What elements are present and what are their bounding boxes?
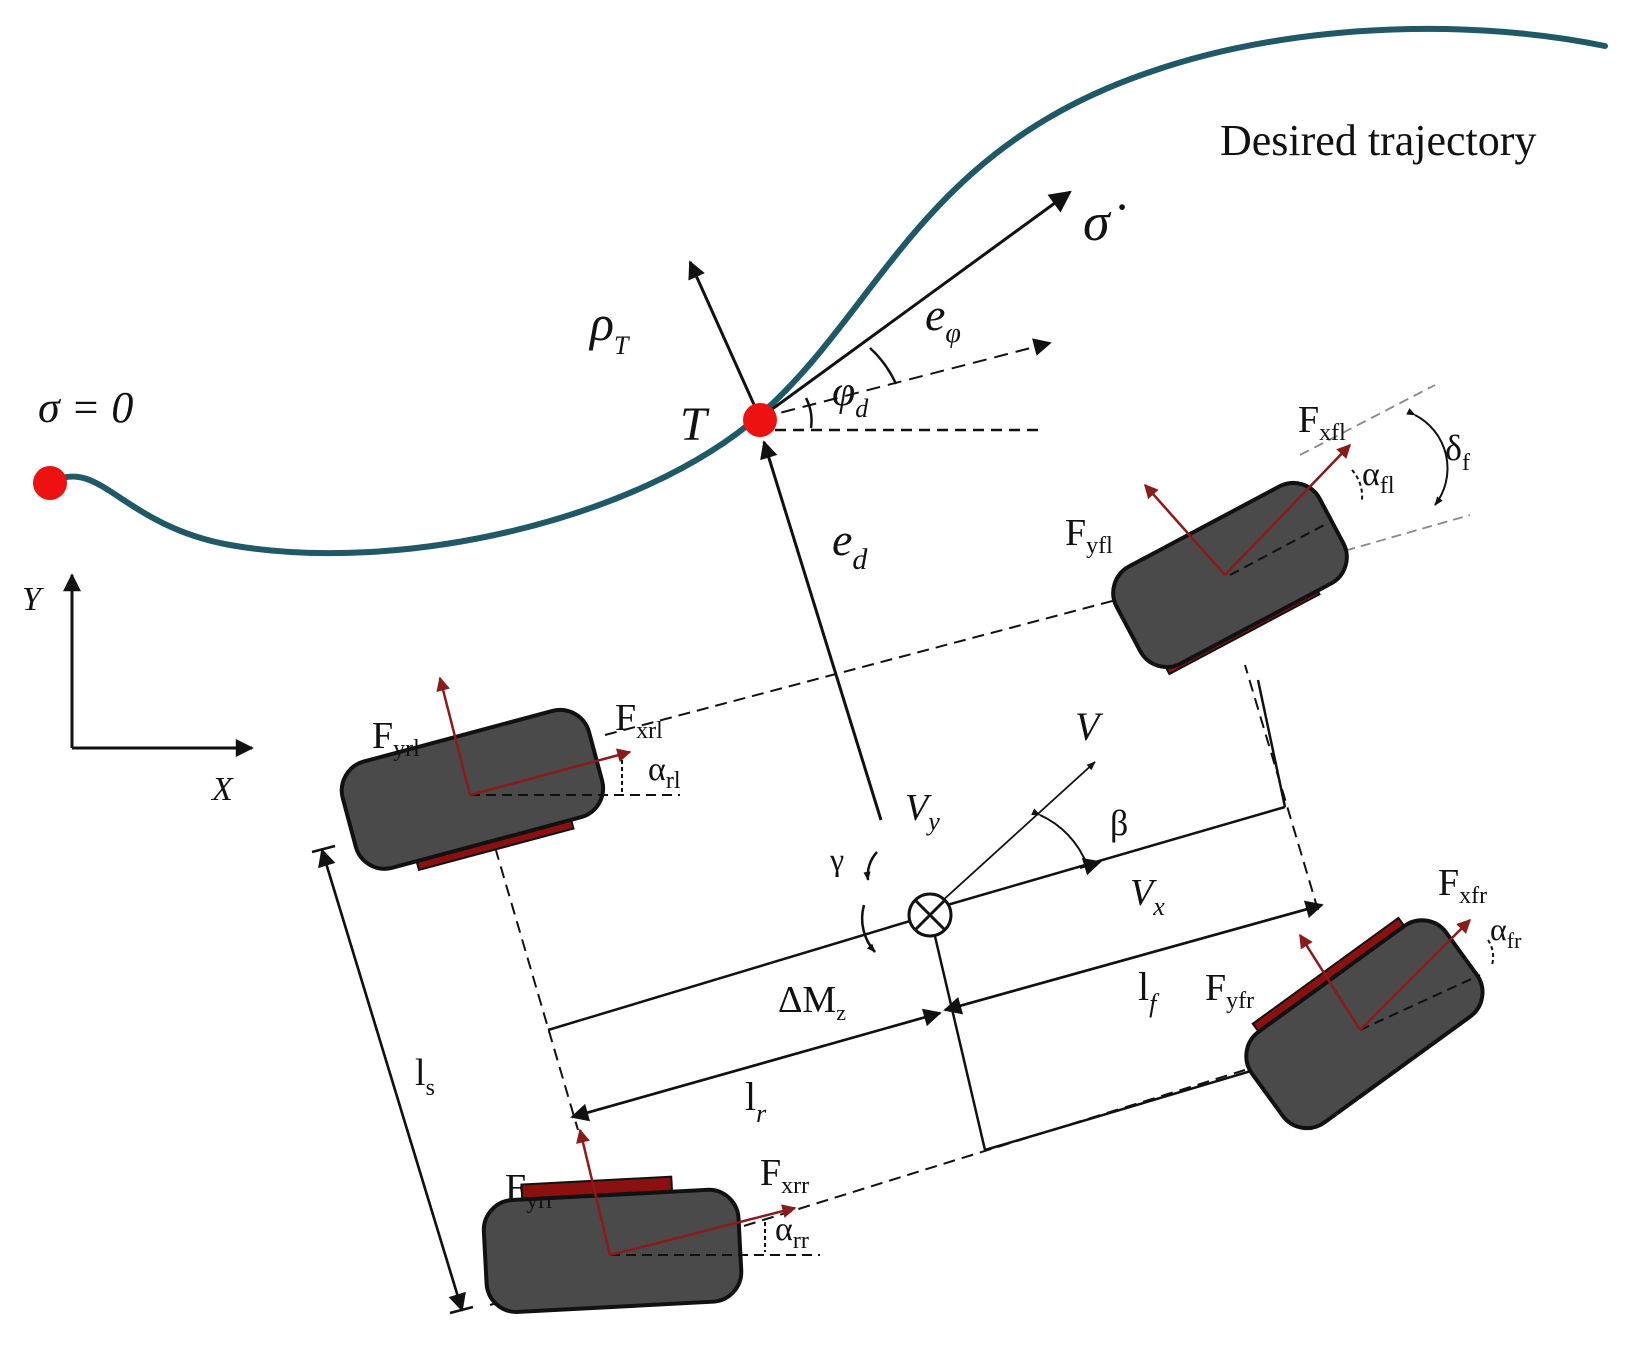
gamma-label: γ [829, 841, 844, 877]
gamma-rotation-arc [863, 851, 878, 881]
vx-label: Vx [1130, 872, 1165, 921]
fyfl-label: Fyfl [1065, 512, 1113, 559]
vx-arrow [1079, 858, 1102, 876]
target-point [743, 403, 777, 437]
delta-f-label: δf [1445, 428, 1470, 476]
fyrr-label: Fyrr [505, 1167, 554, 1214]
vy-label: Vy [905, 787, 940, 836]
l-s-dimension-arrow-back [318, 848, 464, 1311]
desired-trajectory-curve [47, 25, 1608, 557]
beta-angle-arc [1031, 808, 1088, 866]
fxrr-arrow [609, 1204, 797, 1257]
l-s-label: ls [415, 1052, 435, 1101]
phi-d-angle-arc [804, 397, 813, 429]
delta-mz-rotation-arc [860, 904, 876, 953]
alpha-fl-label: αfl [1362, 456, 1395, 499]
heading-dashed-line [759, 338, 1052, 419]
fxfl-arrow [1224, 443, 1351, 576]
e-d-arrow [760, 440, 883, 821]
delta-mz-label: ΔMz [778, 979, 846, 1025]
fxfr-label: Fxfr [1438, 862, 1487, 909]
vehicle-frame [489, 384, 1471, 1306]
e-phi-label: eφ [925, 289, 961, 349]
fyfr-label: Fyfr [1205, 967, 1254, 1014]
tire-rear-right [481, 1175, 744, 1314]
l-r-dimension-arrow-back [571, 1008, 942, 1119]
center-of-gravity-icon [907, 892, 953, 938]
fxrr-label: Fxrr [760, 1152, 809, 1199]
delta-f-arc [1406, 408, 1449, 506]
l-f-dimension-arrow-back [943, 903, 1323, 1015]
sigma-dot-arrow [759, 190, 1072, 420]
l-s-tick-bottom [449, 1305, 474, 1315]
fyfl-arrow [1144, 483, 1226, 576]
tire-rear-left [339, 707, 606, 872]
y-axis-label: Y [22, 581, 44, 618]
e-d-label: ed [832, 514, 868, 576]
fxfr-arrow [1359, 919, 1471, 1031]
fxrl-arrow [469, 748, 632, 797]
rho-arrow [688, 260, 762, 419]
front-right-dashed-ref [1359, 974, 1481, 1031]
alpha-rr-label: αrr [775, 1211, 809, 1254]
alpha-rl-label: αrl [648, 751, 681, 794]
fyfr-arrow [1298, 933, 1362, 1031]
v-arrow [929, 761, 1096, 913]
e-phi-angle-arc [869, 347, 898, 385]
sigma-dot-label: σ̇ [1083, 192, 1126, 252]
beta-label: β [1110, 803, 1128, 843]
rho-label: ρT [588, 295, 630, 360]
alpha-fr-label: αfr [1490, 911, 1522, 953]
fyrl-arrow [436, 676, 472, 796]
l-s-tick-top [311, 844, 336, 854]
alpha-fr-arc [1487, 939, 1495, 966]
l-f-label: lf [1138, 964, 1160, 1018]
fyrl-label: Fyrl [372, 715, 420, 762]
start-point [33, 466, 67, 500]
l-r-label: lr [745, 1074, 767, 1128]
v-label: V [1075, 704, 1104, 749]
alpha-fl-arc [1351, 469, 1364, 501]
fxrl-label: Fxrl [615, 697, 663, 744]
sigma-zero-label: σ = 0 [38, 383, 133, 432]
target-label: T [680, 398, 710, 451]
phi-d-label: φd [832, 369, 869, 423]
fxfl-label: Fxfl [1298, 399, 1346, 446]
desired-trajectory-label: Desired trajectory [1220, 116, 1536, 165]
x-axis-label: X [210, 771, 234, 808]
fyrr-arrow [576, 1128, 612, 1256]
tire-front-left [1111, 481, 1349, 676]
